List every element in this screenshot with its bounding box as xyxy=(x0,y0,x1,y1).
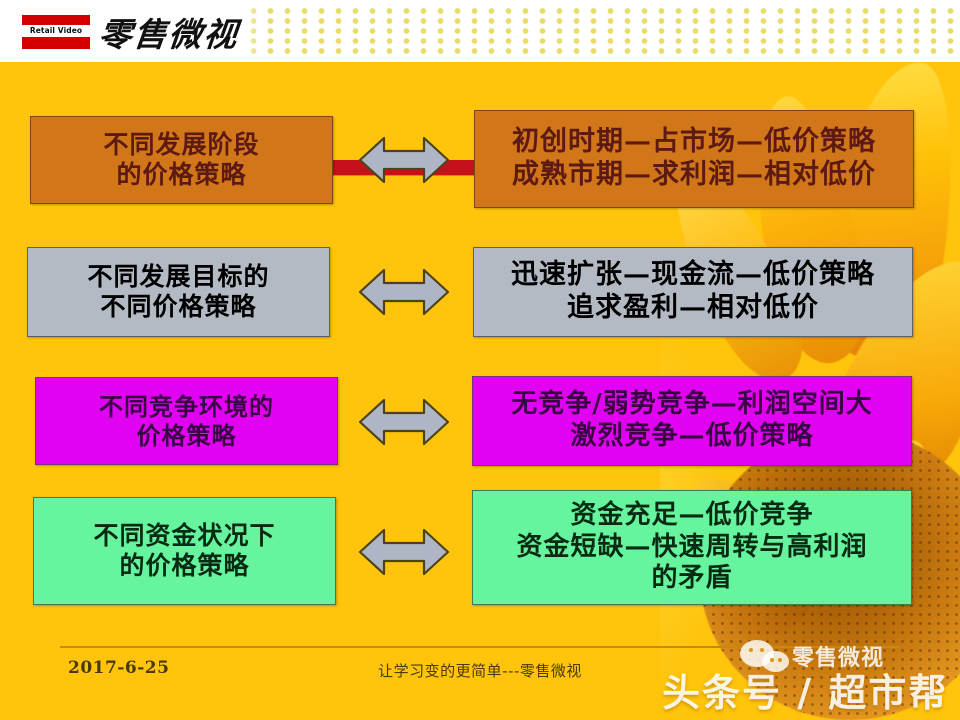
double-headed-arrow-icon xyxy=(358,528,450,576)
double-headed-arrow-icon xyxy=(358,268,450,316)
detail-line: 成熟市期—求利润—相对低价 xyxy=(512,159,876,190)
concept-line: 不同发展目标的 xyxy=(87,261,270,291)
wechat-eye-dot xyxy=(749,648,753,652)
logo-bar-bottom xyxy=(22,37,90,49)
header-dot-pattern xyxy=(245,6,960,56)
detail-line: 资金短缺—快速周转与高利润 xyxy=(516,531,868,562)
double-headed-arrow-icon xyxy=(358,136,450,184)
logo-bar-top xyxy=(22,15,90,25)
logo-mark-label: Retail Video xyxy=(29,26,83,35)
double-headed-arrow-icon xyxy=(358,398,450,446)
detail-line: 的矛盾 xyxy=(651,563,733,594)
concept-box-right-2[interactable]: 迅速扩张—现金流—低价策略 追求盈利—相对低价 xyxy=(473,247,913,337)
concept-line: 不同竞争环境的 xyxy=(99,391,274,421)
header-bar: Retail Video 零售微视 xyxy=(0,0,960,62)
brand-logo[interactable]: Retail Video 零售微视 xyxy=(22,8,247,56)
concept-line: 的价格策略 xyxy=(116,160,247,189)
detail-line: 激烈竞争—低价策略 xyxy=(570,421,814,451)
concept-box-left-1[interactable]: 不同发展阶段 的价格策略 xyxy=(30,116,333,204)
concept-line: 价格策略 xyxy=(136,421,237,450)
footer-divider xyxy=(60,646,900,648)
concept-box-left-4[interactable]: 不同资金状况下 的价格策略 xyxy=(33,497,336,605)
concept-line: 不同资金状况下 xyxy=(93,520,276,550)
footer-tagline: 让学习变的更简单---零售微视 xyxy=(378,662,582,680)
concept-line: 的价格策略 xyxy=(119,551,250,580)
detail-line: 追求盈利—相对低价 xyxy=(567,292,819,323)
detail-line: 迅速扩张—现金流—低价策略 xyxy=(511,259,875,291)
concept-box-right-3[interactable]: 无竞争/弱势竞争—利润空间大 激烈竞争—低价策略 xyxy=(472,376,912,466)
detail-line: 无竞争/弱势竞争—利润空间大 xyxy=(511,389,873,420)
concept-box-left-2[interactable]: 不同发展目标的 不同价格策略 xyxy=(27,247,330,337)
concept-line: 不同发展阶段 xyxy=(103,129,260,159)
header-fade-overlay xyxy=(225,0,265,62)
double-headed-arrow-icon-3 xyxy=(358,392,450,452)
detail-line: 资金充足—低价竞争 xyxy=(570,499,814,530)
concept-line: 不同价格策略 xyxy=(100,292,257,321)
detail-line: 初创时期—占市场—低价策略 xyxy=(512,126,876,158)
double-headed-arrow-icon-1 xyxy=(358,130,450,190)
concept-box-left-3[interactable]: 不同竞争环境的 价格策略 xyxy=(35,377,338,465)
retail-video-logo-icon: Retail Video xyxy=(22,15,90,49)
wechat-eye-dot xyxy=(760,648,764,652)
double-headed-arrow-icon-4 xyxy=(358,522,450,582)
logo-chinese-wordmark: 零售微视 xyxy=(96,15,241,54)
footer-date: 2017-6-25 xyxy=(68,658,170,678)
concept-box-right-4[interactable]: 资金充足—低价竞争 资金短缺—快速周转与高利润 的矛盾 xyxy=(472,490,912,605)
sunflower-background-art xyxy=(660,0,960,720)
concept-box-right-1[interactable]: 初创时期—占市场—低价策略 成熟市期—求利润—相对低价 xyxy=(474,110,914,208)
double-headed-arrow-icon-2 xyxy=(358,262,450,322)
